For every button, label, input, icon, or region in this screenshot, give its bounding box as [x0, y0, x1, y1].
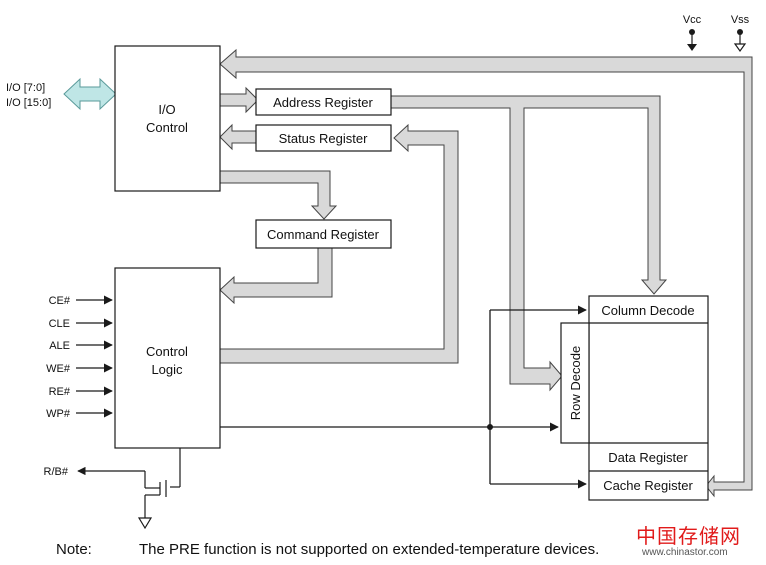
- command-register-block: [255, 219, 392, 249]
- address-register-block: [255, 88, 392, 116]
- control-pin-arrows: [76, 295, 113, 418]
- status-register-block: [255, 124, 392, 152]
- status-register-label: Status Register: [279, 131, 369, 146]
- address-register-label: Address Register: [273, 95, 373, 110]
- bus-address-to-decoders: [390, 95, 668, 392]
- bus-io-to-address: [219, 86, 259, 114]
- pin-ce: CE#: [49, 295, 71, 307]
- pin-ale: ALE: [49, 340, 70, 352]
- io-bus-label-2: I/O [15:0]: [6, 97, 51, 109]
- cache-register-label: Cache Register: [603, 478, 693, 493]
- pin-cle: CLE: [49, 318, 70, 330]
- pin-wp: WP#: [46, 408, 71, 420]
- bus-io-to-command: [219, 170, 338, 220]
- note-text: The PRE function is not supported on ext…: [139, 541, 600, 558]
- pin-we: WE#: [46, 363, 71, 375]
- vss-label: Vss: [731, 14, 750, 26]
- vcc-label: Vcc: [683, 14, 702, 26]
- note-label: Note:: [56, 541, 92, 558]
- io-bus-label-1: I/O [7:0]: [6, 82, 45, 94]
- bus-control-to-status: [219, 123, 459, 364]
- row-decode-block: [560, 322, 590, 444]
- rb-output-circuit: [77, 448, 181, 518]
- control-signal-lines: [220, 305, 587, 489]
- vss-ground-icon: [733, 43, 747, 53]
- rb-ground-icon: [137, 517, 153, 530]
- bus-command-to-control: [219, 247, 333, 305]
- memory-array-block: [588, 295, 709, 501]
- control-logic-block: [114, 267, 221, 449]
- column-decode-label: Column Decode: [601, 303, 694, 318]
- pin-re: RE#: [49, 386, 71, 398]
- bus-status-to-io: [219, 123, 257, 151]
- vcc-arrow-icon: [687, 44, 697, 51]
- command-register-label: Command Register: [267, 227, 380, 242]
- io-bus-arrow: [63, 77, 117, 111]
- pin-rb: R/B#: [44, 466, 69, 478]
- row-decode-label: Row Decode: [568, 346, 583, 420]
- junction-dot: [487, 424, 493, 430]
- io-control-block: [114, 45, 221, 192]
- data-register-label: Data Register: [608, 450, 688, 465]
